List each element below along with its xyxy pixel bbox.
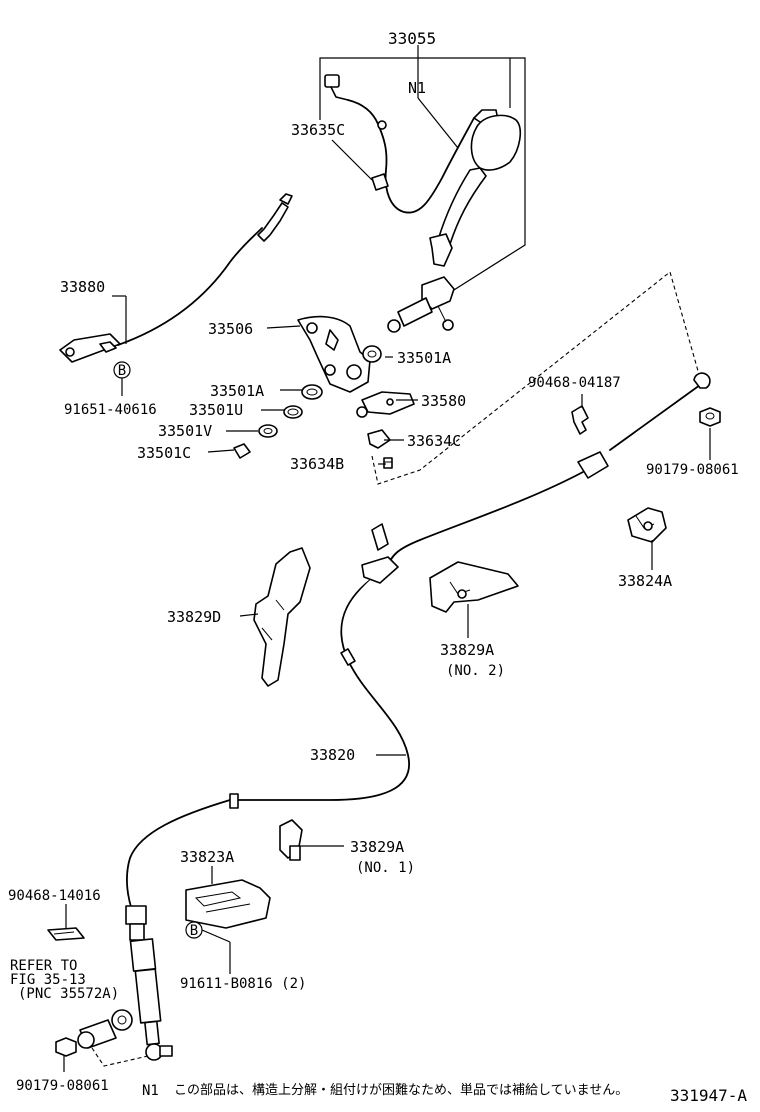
label-33824A: 33824A <box>618 572 672 590</box>
label-33829D: 33829D <box>167 608 221 626</box>
label-33829A-no2: 33829A <box>440 641 494 659</box>
control-cable-33820 <box>126 372 711 911</box>
label-90468-04187: 90468-04187 <box>528 375 621 391</box>
label-33055: 33055 <box>388 29 436 48</box>
label-90468-14016: 90468-14016 <box>8 888 101 904</box>
diagram-id: 331947-A <box>670 1086 747 1105</box>
shift-lever <box>387 114 522 333</box>
label-33580: 33580 <box>421 392 466 410</box>
cable-rod-end <box>125 905 173 1061</box>
label-90179-08061-top: 90179-08061 <box>646 462 739 478</box>
clip-33501C <box>233 443 251 459</box>
part-number-labels: 33055 N1 33635C 33880 33506 33501A 33501… <box>8 29 739 1094</box>
callout-symbol-b-top: B <box>113 361 131 379</box>
footnote: N1 この部品は、構造上分解・組付けが困難なため、単品では補給していません。 <box>142 1082 628 1099</box>
bracket-33829A-no1 <box>279 819 303 861</box>
symbol-b-bottom-text: B <box>190 923 198 939</box>
label-33501A-left: 33501A <box>210 382 264 400</box>
label-33829A-no2-sub: (NO. 2) <box>446 663 505 679</box>
refer-line-1: REFER TO <box>10 958 77 974</box>
footnote-text: この部品は、構造上分解・組付けが困難なため、単品では補給していません。 <box>174 1082 628 1098</box>
shift-lever-wire-harness <box>324 74 499 214</box>
washer-33501U <box>283 405 303 419</box>
label-91611-B0816: 91611-B0816 (2) <box>180 976 306 992</box>
bracket-33829A-no2 <box>429 561 519 613</box>
label-33501C: 33501C <box>137 444 191 462</box>
footnote-marker: N1 <box>142 1083 159 1099</box>
label-33506: 33506 <box>208 320 253 338</box>
bracket-33823A <box>185 879 271 929</box>
cable-clamp-upper <box>361 523 399 584</box>
leader-lines <box>63 295 711 1072</box>
bushing-33501A-left <box>301 384 323 400</box>
reference-dashed-lines-lower <box>91 1047 149 1067</box>
pin-assembly-bottom <box>55 1009 133 1057</box>
nut-90179-08061-top <box>699 407 721 427</box>
bracket-33580 <box>356 391 415 418</box>
label-33501U: 33501U <box>189 401 243 419</box>
washer-33501V <box>258 424 278 438</box>
refer-line-2: FIG 35-13 <box>10 972 86 988</box>
refer-line-3: (PNC 35572A) <box>18 986 119 1002</box>
label-33501A-top: 33501A <box>397 349 451 367</box>
label-33820: 33820 <box>310 746 355 764</box>
callout-symbol-b-bottom: B <box>185 921 203 939</box>
label-33634B: 33634B <box>290 455 344 473</box>
label-n1: N1 <box>408 79 426 97</box>
label-33635C: 33635C <box>291 121 345 139</box>
bracket-33829D <box>253 547 311 687</box>
cable-33880 <box>59 193 293 363</box>
bracket-33824A <box>627 507 667 543</box>
label-33823A: 33823A <box>180 848 234 866</box>
bolt-33634B <box>383 457 393 469</box>
clamp-33634C <box>367 429 391 449</box>
label-90179-08061-bottom: 90179-08061 <box>16 1078 109 1094</box>
clip-90468-14016 <box>47 927 85 941</box>
label-33829A-no1: 33829A <box>350 838 404 856</box>
symbol-b-top-text: B <box>118 363 126 379</box>
lever-housing-33506 <box>297 315 371 393</box>
label-91651-40616: 91651-40616 <box>64 402 157 418</box>
label-33634C: 33634C <box>407 432 461 450</box>
clip-90468-04187 <box>571 405 589 435</box>
label-33880: 33880 <box>60 278 105 296</box>
label-33829A-no1-sub: (NO. 1) <box>356 860 415 876</box>
label-33501V: 33501V <box>158 422 212 440</box>
bushing-33501A-top <box>362 345 382 363</box>
assembly-bracket-33055 <box>319 45 526 296</box>
